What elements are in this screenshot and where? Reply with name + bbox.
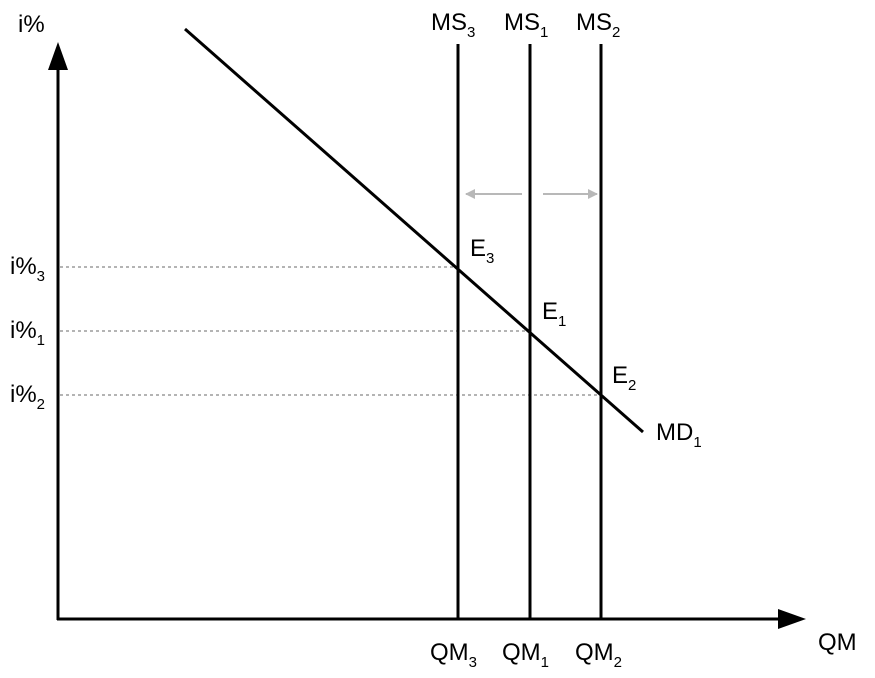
qm1-label: QM1 xyxy=(502,639,549,671)
y-axis-label: i% xyxy=(18,11,45,38)
qm3-label: QM3 xyxy=(430,639,477,671)
e3-label: E3 xyxy=(470,235,494,267)
rate-1-label: i%1 xyxy=(10,317,45,349)
ms3-label: MS3 xyxy=(431,9,475,41)
y-axis-arrowhead xyxy=(48,42,68,70)
e1-label: E1 xyxy=(542,298,566,330)
md1-line xyxy=(184,27,644,434)
qm2-label: QM2 xyxy=(575,639,622,671)
e2-label: E2 xyxy=(612,362,636,394)
ms1-label: MS1 xyxy=(504,9,548,41)
x-axis-label: QM xyxy=(818,629,857,656)
rate-3-label: i%3 xyxy=(10,253,45,285)
x-axis-arrowhead xyxy=(778,609,806,629)
md1-label: MD1 xyxy=(656,419,702,451)
rate-2-label: i%2 xyxy=(10,381,45,413)
ms2-label: MS2 xyxy=(576,9,620,41)
